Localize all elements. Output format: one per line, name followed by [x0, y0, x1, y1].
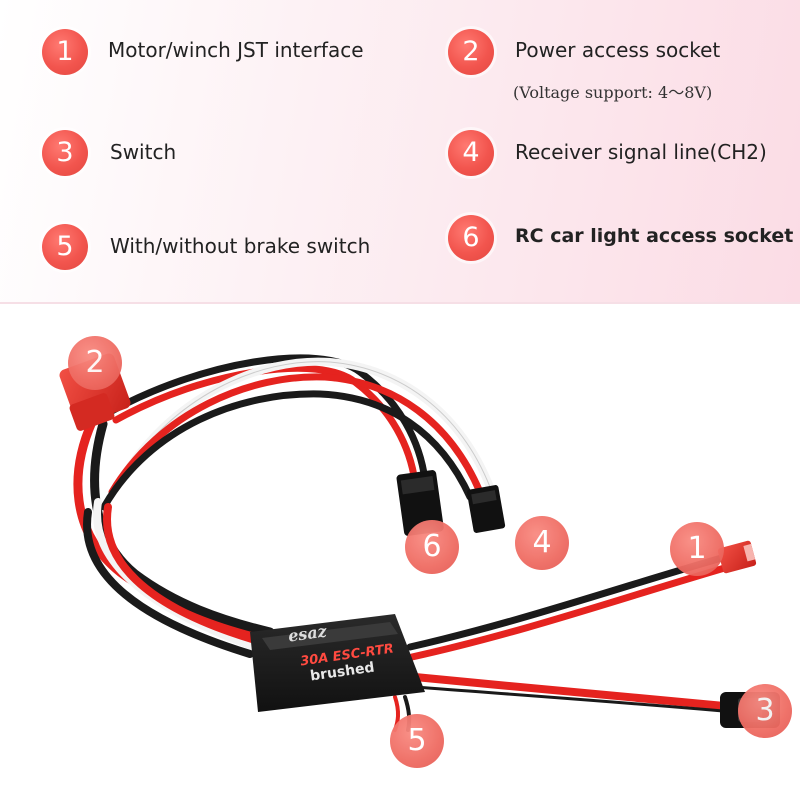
esc-body [250, 614, 425, 712]
number-badge-1: 1 [42, 29, 88, 75]
callout-badge-6: 6 [405, 520, 459, 574]
legend-label-5: With/without brake switch [110, 234, 371, 258]
callout-badge-4: 4 [515, 516, 569, 570]
signal-wires [100, 357, 494, 511]
number-badge-6: 6 [448, 215, 494, 261]
legend-panel: 1 Motor/winch JST interface 2 Power acce… [0, 0, 800, 304]
product-photo: esaz 30A ESC-RTR brushed 2 6 4 1 3 5 [0, 302, 800, 800]
callout-badge-1: 1 [670, 522, 724, 576]
callout-badge-2: 2 [68, 336, 122, 390]
legend-label-2: Power access socket [515, 38, 721, 62]
number-badge-3: 3 [42, 130, 88, 176]
number-badge-4: 4 [448, 130, 494, 176]
motor-connector [717, 540, 757, 574]
main-harness [83, 498, 266, 658]
legend-label-4: Receiver signal line(CH2) [515, 140, 767, 164]
legend-label-6: RC car light access socket [515, 225, 794, 247]
light-connector [396, 470, 444, 536]
callout-badge-5: 5 [390, 714, 444, 768]
legend-label-1: Motor/winch JST interface [108, 38, 364, 62]
callout-badge-3: 3 [738, 684, 792, 738]
legend-label-3: Switch [110, 140, 177, 164]
legend-note-voltage: (Voltage support: 4～8V) [513, 83, 713, 102]
number-badge-5: 5 [42, 224, 88, 270]
receiver-connector [466, 485, 506, 533]
number-badge-2: 2 [448, 29, 494, 75]
switch-wires [411, 673, 739, 714]
motor-wires [406, 553, 732, 661]
